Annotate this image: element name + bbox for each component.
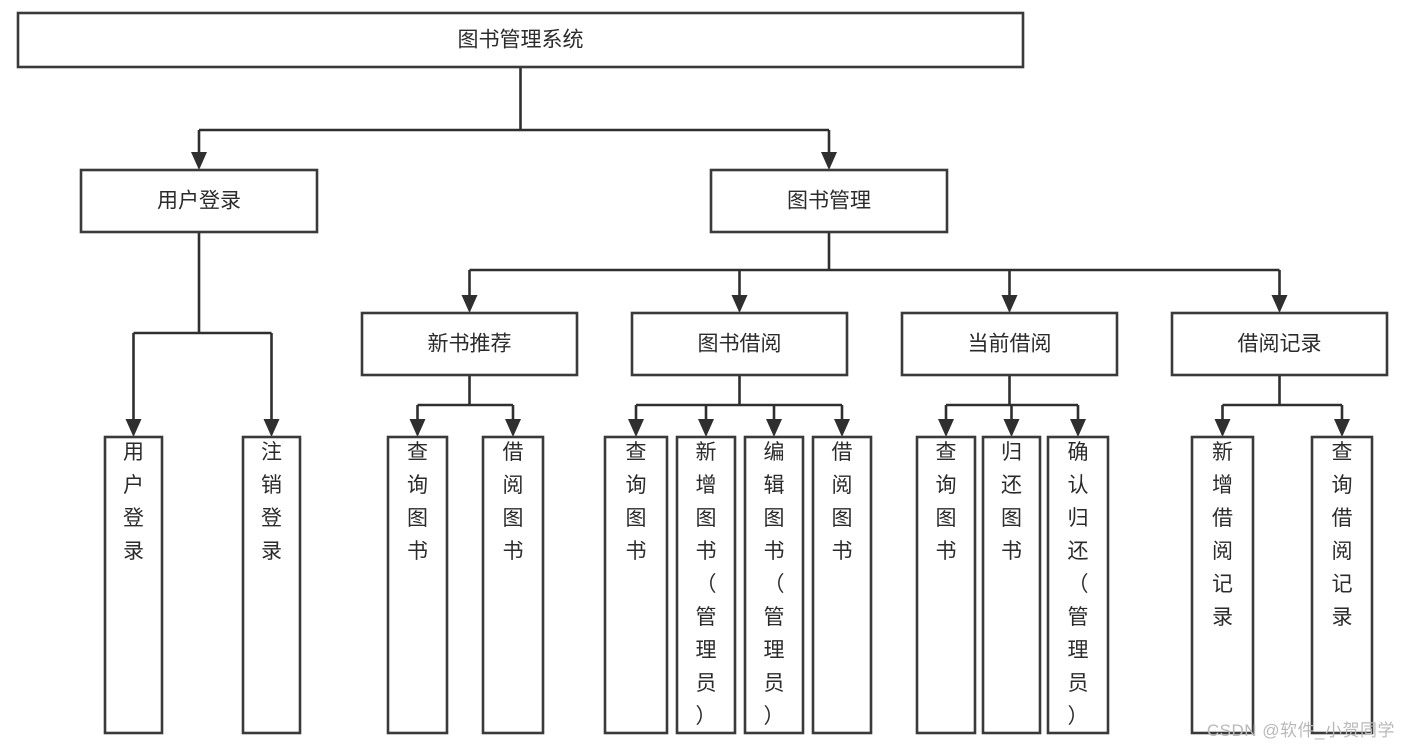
node-box-借阅记录 xyxy=(1170,311,1389,377)
node-借阅图书[interactable]: 借阅图书 xyxy=(481,435,545,735)
node-label-查询图书: 查询图书 xyxy=(936,441,957,563)
node-box-查询借阅记录 xyxy=(1310,435,1374,735)
node-图书管理系统[interactable]: 图书管理系统 xyxy=(16,11,1025,69)
node-编辑图书管理员[interactable]: 编辑图书（管理员） xyxy=(743,435,805,735)
node-label-查询图书: 查询图书 xyxy=(626,441,647,563)
node-box-当前借阅 xyxy=(900,311,1119,377)
node-box-查询图书 xyxy=(915,435,977,735)
node-label-图书管理系统: 图书管理系统 xyxy=(458,29,584,52)
connector-layer xyxy=(125,67,1350,437)
node-box-新增借阅记录 xyxy=(1190,435,1255,735)
node-借阅记录[interactable]: 借阅记录 xyxy=(1170,311,1389,377)
node-label-当前借阅: 当前借阅 xyxy=(968,333,1052,356)
node-label-借阅图书: 借阅图书 xyxy=(503,441,524,563)
node-box-归还图书 xyxy=(981,435,1042,735)
node-layer: 图书管理系统用户登录图书管理用户登录注销登录新书推荐查询图书借阅图书图书借阅查询… xyxy=(16,11,1389,735)
root-to-用户登录-head xyxy=(191,152,207,170)
node-label-查询图书: 查询图书 xyxy=(407,441,428,563)
book-mgmt-to-新书推荐-head xyxy=(461,295,478,313)
user-login-to-注销登录-head xyxy=(263,419,280,437)
node-借阅图书[interactable]: 借阅图书 xyxy=(811,435,873,735)
node-label-图书管理: 图书管理 xyxy=(787,190,871,213)
node-label-注销登录: 注销登录 xyxy=(261,441,282,563)
node-box-注销登录 xyxy=(241,435,302,735)
node-box-借阅图书 xyxy=(811,435,873,735)
当前借阅-to-查询图书-head xyxy=(938,419,954,437)
node-box-查询图书 xyxy=(603,435,669,735)
图书借阅-to-新增图书管理员-head xyxy=(698,419,714,437)
node-图书借阅[interactable]: 图书借阅 xyxy=(630,311,849,377)
借阅记录-to-新增借阅记录-head xyxy=(1214,419,1231,437)
node-label-图书借阅: 图书借阅 xyxy=(698,333,782,356)
node-查询图书[interactable]: 查询图书 xyxy=(603,435,669,735)
node-box-新增图书管理员 xyxy=(675,435,737,735)
node-查询借阅记录[interactable]: 查询借阅记录 xyxy=(1310,435,1374,735)
node-box-用户登录 xyxy=(79,168,319,234)
book-mgmt-to-图书借阅-head xyxy=(731,295,748,313)
当前借阅-to-确认归还管理员-head xyxy=(1070,419,1086,437)
node-label-编辑图书管理员: 编辑图书（管理员） xyxy=(764,441,785,728)
node-label-新增借阅记录: 新增借阅记录 xyxy=(1212,441,1233,629)
node-label-确认归还管理员: 确认归还（管理员） xyxy=(1068,441,1089,728)
借阅记录-to-查询借阅记录-head xyxy=(1334,419,1350,437)
node-box-图书管理系统 xyxy=(16,11,1025,69)
node-box-编辑图书管理员 xyxy=(743,435,805,735)
node-box-图书借阅 xyxy=(630,311,849,377)
user-login-to-用户登录-head xyxy=(125,419,142,437)
图书借阅-to-借阅图书-head xyxy=(834,419,850,437)
图书借阅-to-编辑图书管理员-head xyxy=(766,419,782,437)
node-新书推荐[interactable]: 新书推荐 xyxy=(360,311,579,377)
root-to-图书管理-head xyxy=(821,152,837,170)
book-mgmt-to-当前借阅-head xyxy=(1001,295,1018,313)
node-新增借阅记录[interactable]: 新增借阅记录 xyxy=(1190,435,1255,735)
book-mgmt-to-借阅记录-head xyxy=(1271,295,1288,313)
node-box-借阅图书 xyxy=(481,435,545,735)
当前借阅-to-归还图书-head xyxy=(1003,419,1020,437)
node-确认归还管理员[interactable]: 确认归还（管理员） xyxy=(1046,435,1110,735)
node-查询图书[interactable]: 查询图书 xyxy=(915,435,977,735)
node-归还图书[interactable]: 归还图书 xyxy=(981,435,1042,735)
node-用户登录[interactable]: 用户登录 xyxy=(79,168,319,234)
node-box-用户登录 xyxy=(103,435,164,735)
node-label-用户登录: 用户登录 xyxy=(157,190,241,213)
node-新增图书管理员[interactable]: 新增图书（管理员） xyxy=(675,435,737,735)
node-box-确认归还管理员 xyxy=(1046,435,1110,735)
node-label-借阅图书: 借阅图书 xyxy=(832,441,853,563)
新书推荐-to-查询图书-head xyxy=(409,419,426,437)
图书借阅-to-查询图书-head xyxy=(628,419,644,437)
node-查询图书[interactable]: 查询图书 xyxy=(386,435,449,735)
node-box-新书推荐 xyxy=(360,311,579,377)
node-box-图书管理 xyxy=(709,168,949,234)
node-注销登录[interactable]: 注销登录 xyxy=(241,435,302,735)
node-label-借阅记录: 借阅记录 xyxy=(1238,333,1322,356)
node-用户登录[interactable]: 用户登录 xyxy=(103,435,164,735)
node-label-用户登录: 用户登录 xyxy=(123,441,144,563)
node-label-查询借阅记录: 查询借阅记录 xyxy=(1332,441,1353,629)
node-box-查询图书 xyxy=(386,435,449,735)
node-label-归还图书: 归还图书 xyxy=(1001,441,1022,563)
node-当前借阅[interactable]: 当前借阅 xyxy=(900,311,1119,377)
新书推荐-to-借阅图书-head xyxy=(505,419,521,437)
node-图书管理[interactable]: 图书管理 xyxy=(709,168,949,234)
node-label-新增图书管理员: 新增图书（管理员） xyxy=(696,441,717,728)
node-label-新书推荐: 新书推荐 xyxy=(428,333,512,356)
